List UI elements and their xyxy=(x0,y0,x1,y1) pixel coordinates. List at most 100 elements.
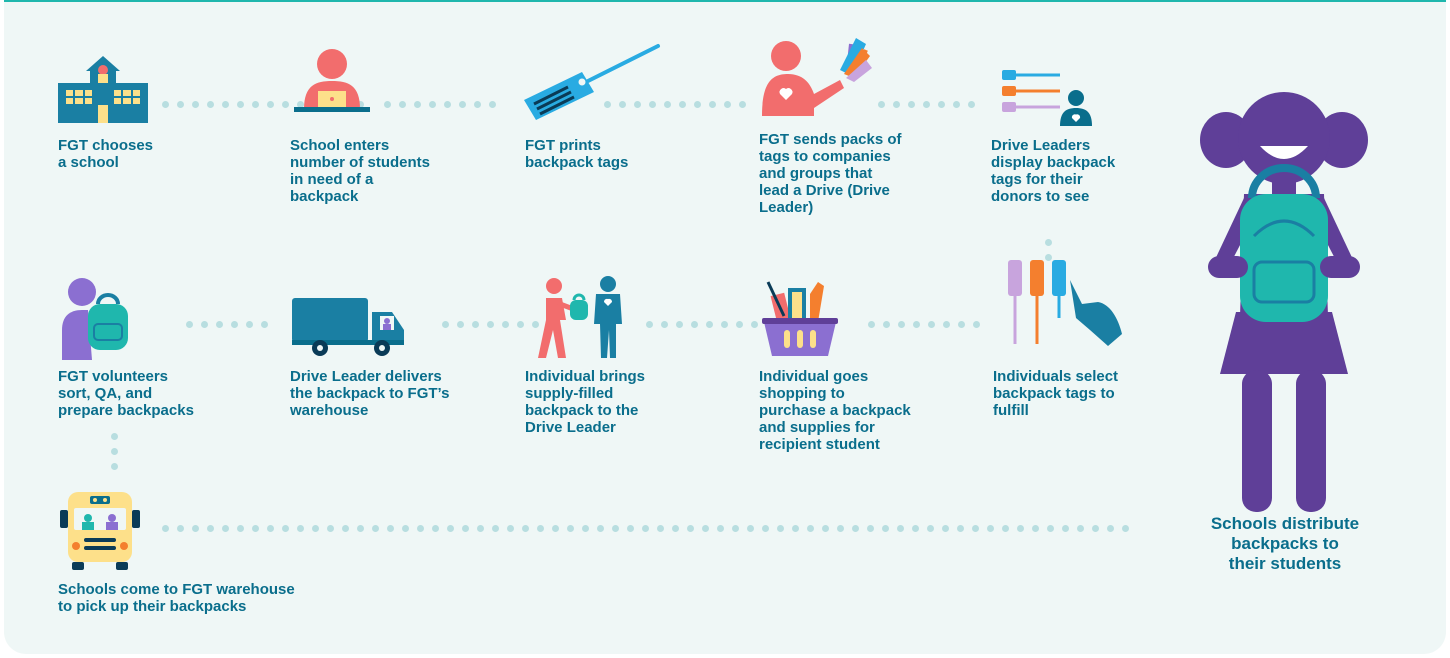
connector-dot xyxy=(177,525,184,532)
step-label-select: Individuals select backpack tags to fulf… xyxy=(993,368,1119,419)
connector-dot xyxy=(582,525,589,532)
connector-dot xyxy=(502,321,509,328)
connector-dot xyxy=(878,101,885,108)
connector-dot xyxy=(1045,254,1052,261)
connector-deliver-sort xyxy=(186,321,268,328)
connector-dot xyxy=(672,525,679,532)
connector-dot xyxy=(1047,525,1054,532)
connector-dot xyxy=(384,101,391,108)
connector-dot xyxy=(192,525,199,532)
connector-dot xyxy=(943,321,950,328)
connector-dot xyxy=(792,525,799,532)
step-label-bring: Individual brings supply-filled backpack… xyxy=(525,368,646,436)
connector-dot xyxy=(777,525,784,532)
connector-dot xyxy=(462,525,469,532)
connector-dot xyxy=(1122,525,1129,532)
connector-dot xyxy=(679,101,686,108)
connector-dot xyxy=(522,525,529,532)
connector-dot xyxy=(702,525,709,532)
connector-dot xyxy=(958,321,965,328)
connector-dot xyxy=(807,525,814,532)
connector-dot xyxy=(192,101,199,108)
connector-dot xyxy=(537,525,544,532)
connector-dot xyxy=(472,321,479,328)
connector-dot xyxy=(762,525,769,532)
connector-dot xyxy=(237,101,244,108)
connector-dot xyxy=(507,525,514,532)
connector-dot xyxy=(706,321,713,328)
step-label-print: FGT prints backpack tags xyxy=(525,137,629,171)
connector-dot xyxy=(968,101,975,108)
connector-dot xyxy=(736,321,743,328)
connector-dot xyxy=(282,525,289,532)
connector-dot xyxy=(897,525,904,532)
connector-dot xyxy=(634,101,641,108)
connector-dot xyxy=(649,101,656,108)
step-label-distribute: Schools distribute backpacks to their st… xyxy=(1210,514,1360,573)
step-label-pickup: Schools come to FGT warehouse to pick up… xyxy=(58,581,295,615)
connector-dot xyxy=(532,321,539,328)
connector-dot xyxy=(912,525,919,532)
connector-dot xyxy=(457,321,464,328)
connector-dot xyxy=(222,525,229,532)
connector-dot xyxy=(552,525,559,532)
connector-dot xyxy=(612,525,619,532)
connector-dot xyxy=(893,101,900,108)
connector-dot xyxy=(822,525,829,532)
connector-dot xyxy=(883,321,890,328)
connector-dot xyxy=(312,525,319,532)
connector-dot xyxy=(676,321,683,328)
connector-dot xyxy=(642,525,649,532)
step-label-send: FGT sends packs of tags to companies and… xyxy=(759,131,902,216)
connector-dot xyxy=(1002,525,1009,532)
connector-dot xyxy=(201,321,208,328)
connector-dot xyxy=(973,321,980,328)
connector-dot xyxy=(177,101,184,108)
connector-dot xyxy=(327,525,334,532)
step-label-choose: FGT chooses a school xyxy=(58,137,154,171)
connector-enter-print xyxy=(384,101,496,108)
connector-dot xyxy=(246,321,253,328)
connector-dot xyxy=(517,321,524,328)
connector-dot xyxy=(402,525,409,532)
connector-dot xyxy=(908,101,915,108)
girl-with-backpack-icon xyxy=(1200,92,1368,512)
connector-dot xyxy=(111,433,118,440)
connector-dot xyxy=(357,101,364,108)
connector-bring-deliver xyxy=(442,321,539,328)
connector-choose-enter xyxy=(162,101,364,108)
connector-dot xyxy=(267,525,274,532)
step-label-shop: Individual goes shopping to purchase a b… xyxy=(759,368,911,453)
connector-dot xyxy=(927,525,934,532)
person-laptop-icon xyxy=(294,49,370,112)
connector-dot xyxy=(297,525,304,532)
connector-dot xyxy=(867,525,874,532)
connector-dot xyxy=(687,525,694,532)
connector-dot xyxy=(417,525,424,532)
connector-dot xyxy=(447,525,454,532)
step-label-sort: FGT volunteers sort, QA, and prepare bac… xyxy=(58,368,194,419)
connector-dot xyxy=(721,321,728,328)
connector-dot xyxy=(186,321,193,328)
connector-display-select xyxy=(1045,239,1052,261)
connector-dot xyxy=(444,101,451,108)
connector-dot xyxy=(898,321,905,328)
delivery-truck-icon xyxy=(292,298,404,356)
connector-dot xyxy=(691,321,698,328)
connector-dot xyxy=(357,525,364,532)
connector-dot xyxy=(942,525,949,532)
connector-dot xyxy=(928,321,935,328)
connector-dot xyxy=(282,101,289,108)
connector-dot xyxy=(414,101,421,108)
connector-dot xyxy=(252,101,259,108)
connector-sort-pickup xyxy=(111,433,118,470)
volunteer-backpack-icon xyxy=(62,278,128,360)
connector-dot xyxy=(1062,525,1069,532)
connector-dot xyxy=(237,525,244,532)
connector-dot xyxy=(261,321,268,328)
handing-backpack-icon xyxy=(538,276,622,358)
connector-dot xyxy=(597,525,604,532)
connector-dot xyxy=(162,101,169,108)
connector-dot xyxy=(661,321,668,328)
